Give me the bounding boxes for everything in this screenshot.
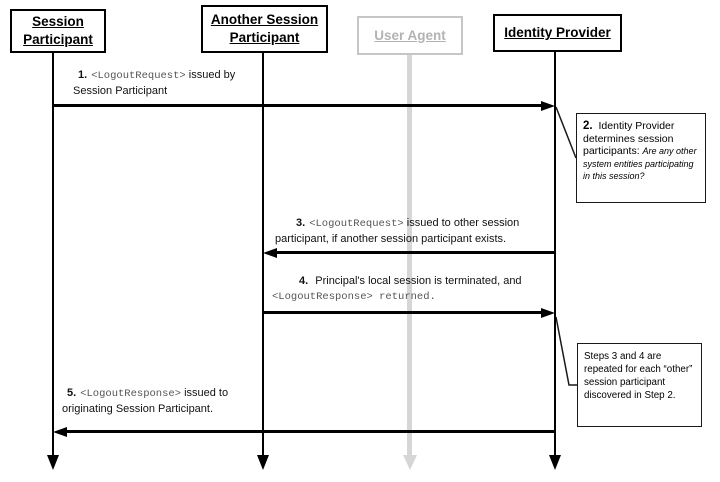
message-4-label: 4. Principal's local session is terminat… [272,274,557,305]
note-step-2: 2. Identity Provider determines session … [576,113,706,203]
message-3-step-number: 3. [296,217,306,229]
note-steps-3-4: Steps 3 and 4 are repeated for each “oth… [577,343,702,427]
message-5-arrowhead [53,426,67,437]
note-2-connector [555,106,577,159]
message-3-text: issued to other session participant, if … [275,217,520,245]
note-step-2-question: Are any other system entities participat… [583,146,697,181]
note-steps-3-4-connector [555,316,577,386]
actor-user-agent-label: User Agent [374,27,446,43]
lifeline-arrowhead-another-session-participant [257,455,269,470]
message-1-text: issued by Session Participant [73,69,236,97]
message-3-arrow [276,251,555,254]
lifeline-user-agent [407,53,412,455]
message-1-label: 1.<LogoutRequest> issued by Session Part… [73,68,268,99]
message-5-code-text: <LogoutResponse> [80,388,182,400]
message-4-step-number: 4. [299,275,309,287]
actor-another-session-participant: Another Session Participant [201,5,328,53]
message-1-step-number: 1. [78,69,88,81]
message-3-arrowhead [263,247,277,258]
message-4-text: Principal's local session is terminated,… [312,275,522,287]
message-4-arrowhead [541,307,555,318]
actor-session-participant-label: Session Participant [23,14,93,47]
message-4-code-text: <LogoutResponse> returned. [272,291,436,303]
actor-session-participant: Session Participant [10,9,106,53]
actor-identity-provider-label: Identity Provider [504,25,611,41]
message-3-label: 3.<LogoutRequest> issued to other sessio… [275,216,547,247]
message-5-arrow [66,430,555,433]
message-1-code-text: <LogoutRequest> [91,70,186,82]
actor-identity-provider: Identity Provider [493,14,622,52]
message-4-arrow [263,311,542,314]
lifeline-arrowhead-identity-provider [549,455,561,470]
note-step-2-number: 2. [583,120,593,132]
lifeline-arrowhead-session-participant [47,455,59,470]
message-1-arrowhead [541,100,555,111]
message-3-code-text: <LogoutRequest> [309,218,404,230]
actor-user-agent: User Agent [357,16,463,55]
message-5-step-number: 5. [67,387,77,399]
lifeline-identity-provider [554,51,556,455]
message-1-arrow [53,104,542,107]
lifeline-arrowhead-user-agent [403,455,417,470]
note-step-2-text: Identity Provider determines session par… [583,120,675,157]
actor-another-session-participant-label: Another Session Participant [210,12,319,45]
lifeline-session-participant [52,51,54,455]
message-5-text: issued to originating Session Participan… [62,387,229,415]
message-5-label: 5.<LogoutResponse> issued to originating… [62,386,247,417]
note-steps-3-4-text: Steps 3 and 4 are repeated for each “oth… [584,351,693,401]
